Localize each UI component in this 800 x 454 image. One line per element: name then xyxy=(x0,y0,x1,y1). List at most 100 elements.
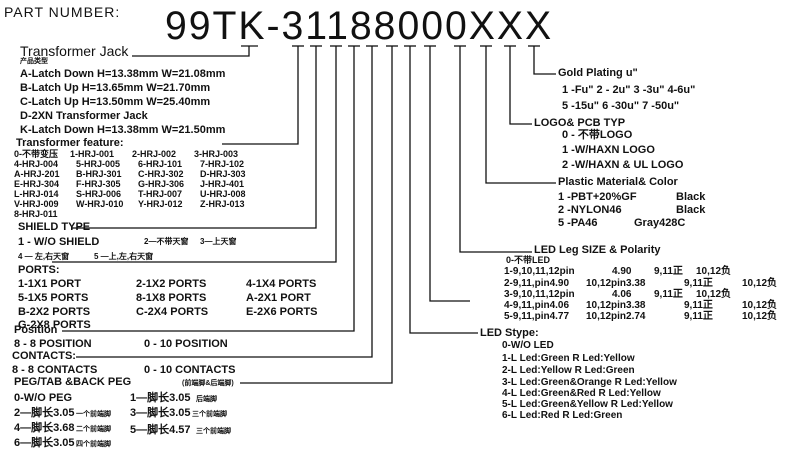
leader-line xyxy=(222,46,299,145)
gold-plating-option: 1 -Fu" 2 - 2u" 3 -3u" 4-6u" xyxy=(562,84,696,96)
feature-cell: A-HRJ-201 xyxy=(14,169,60,179)
peg-option-note: 四个前端脚 xyxy=(76,441,111,448)
plastic-color: Black xyxy=(676,191,706,203)
shield-type-item: 2—不带天窗 xyxy=(144,237,189,246)
peg-option: 4—脚长3.68 xyxy=(14,422,75,434)
peg-option: 6—脚长3.05 xyxy=(14,437,75,449)
feature-cell: Y-HRJ-012 xyxy=(138,199,183,209)
shield-type-item: 5 —上,左,右天窗 xyxy=(94,252,154,261)
shield-type-item: 1 - W/O SHIELD xyxy=(18,236,100,248)
logo-option: 1 -W/HAXN LOGO xyxy=(562,144,655,156)
feature-cell: 6-HRJ-101 xyxy=(138,159,183,169)
led-leg-option: 4-9,11,pin4.06 xyxy=(504,300,570,311)
gold-plating-option: 5 -15u" 6 -30u" 7 -50u" xyxy=(562,100,680,112)
feature-cell: E-HRJ-304 xyxy=(14,179,60,189)
contacts-option: 8 - 8 CONTACTS xyxy=(12,364,98,376)
led-leg-value: 9,11正 xyxy=(684,278,713,289)
leader-line xyxy=(76,46,373,358)
transformer-jack-subtitle: 产品类型 xyxy=(20,58,48,65)
leader-line xyxy=(409,46,478,334)
port-option: C-2X4 PORTS xyxy=(136,306,209,318)
led-leg-value: 10,12pin3.38 xyxy=(586,278,646,289)
logo-option: 2 -W/HAXN & UL LOGO xyxy=(562,159,684,171)
port-option: 5-1X5 PORTS xyxy=(18,292,89,304)
feature-cell: 3-HRJ-003 xyxy=(194,149,239,159)
plastic-color: Black xyxy=(676,204,706,216)
peg-option-note: 一个前端脚 xyxy=(76,411,111,418)
port-option: B-2X2 PORTS xyxy=(18,306,91,318)
led-leg-value: 9,11正 xyxy=(684,300,713,311)
led-leg-option: 1-9,10,11,12pin xyxy=(504,266,575,277)
port-option: E-2X6 PORTS xyxy=(246,306,318,318)
led-stype-option: 6-L Led:Red R Led:Green xyxy=(502,410,623,421)
leader-line xyxy=(533,46,556,75)
leader-line xyxy=(240,46,393,384)
led-leg-value: 10,12负 xyxy=(742,300,778,311)
feature-cell: 0-不带变压 xyxy=(14,149,59,159)
led-leg-value: 9,11正 xyxy=(654,289,683,300)
peg-option: 3—脚长3.05 xyxy=(130,407,191,419)
port-option: 8-1X8 PORTS xyxy=(136,292,207,304)
gold-plating-title: Gold Plating u" xyxy=(558,67,638,79)
feature-cell: 1-HRJ-001 xyxy=(70,149,115,159)
leader-line xyxy=(52,46,337,263)
transformer-jack-title: Transformer Jack xyxy=(20,43,129,59)
feature-cell: 8-HRJ-011 xyxy=(14,209,58,219)
led-leg-option: 5-9,11,pin4.77 xyxy=(504,311,570,322)
position-title: Position xyxy=(14,324,58,336)
plastic-material-title: Plastic Material& Color xyxy=(558,176,678,188)
port-option: 4-1X4 PORTS xyxy=(246,278,317,290)
transformer-feature-title: Transformer feature: xyxy=(16,137,124,149)
plastic-option: 5 -PA46 xyxy=(558,217,598,229)
led-stype-option: 1-L Led:Green R Led:Yellow xyxy=(502,353,635,364)
led-leg-value: 10,12负 xyxy=(696,289,732,300)
contacts-option: 0 - 10 CONTACTS xyxy=(144,364,236,376)
part-number-label: PART NUMBER: xyxy=(4,4,121,20)
feature-cell: Z-HRJ-013 xyxy=(200,199,245,209)
feature-cell: 7-HRJ-102 xyxy=(200,159,245,169)
feature-cell: F-HRJ-305 xyxy=(76,179,121,189)
led-leg-value: 10,12负 xyxy=(696,266,732,277)
led-leg-title: LED Leg SIZE & Polarity xyxy=(534,244,661,256)
leader-line xyxy=(485,46,556,184)
transformer-jack-item: A-Latch Down H=13.38mm W=21.08mm xyxy=(20,68,226,80)
shield-type-item: 3—上天窗 xyxy=(200,237,237,246)
ports-title: PORTS: xyxy=(18,264,60,276)
logo-pcb-title: LOGO& PCB TYP xyxy=(534,117,626,129)
feature-cell: B-HRJ-301 xyxy=(76,169,122,179)
port-option: A-2X1 PORT xyxy=(246,292,311,304)
led-stype-option: 5-L Led:Green&Yellow R Led:Yellow xyxy=(502,399,673,410)
leader-line xyxy=(429,46,470,302)
transformer-jack-item: K-Latch Down H=13.38mm W=21.50mm xyxy=(20,124,226,136)
plastic-option: 2 -NYLON46 xyxy=(558,204,622,216)
position-option: 8 - 8 POSITION xyxy=(14,338,92,350)
led-leg-option: 3-9,10,11,12pin xyxy=(504,289,575,300)
led-stype-option: 2-L Led:Yellow R Led:Green xyxy=(502,365,635,376)
plastic-option: 1 -PBT+20%GF xyxy=(558,191,637,203)
feature-cell: 5-HRJ-005 xyxy=(76,159,121,169)
led-stype-title: LED Stype: xyxy=(480,327,539,339)
port-option: 1-1X1 PORT xyxy=(18,278,81,290)
peg-option: 0-W/O PEG xyxy=(14,392,73,404)
leader-line xyxy=(459,46,532,253)
led-leg-value: 10,12负 xyxy=(742,311,778,322)
peg-title-note: (前端脚&后端脚) xyxy=(182,380,234,387)
led-leg-value: 9,11正 xyxy=(654,266,683,277)
peg-option-note: 三个前端脚 xyxy=(192,411,227,418)
led-leg-value: 10,12pin3.38 xyxy=(586,300,646,311)
leader-line xyxy=(72,46,317,229)
peg-option-note: 二个前端脚 xyxy=(76,426,111,433)
led-leg-value: 10,12pin2.74 xyxy=(586,311,646,322)
peg-option: 1—脚长3.05 xyxy=(130,392,191,404)
peg-option-note: 三个前端脚 xyxy=(196,428,231,435)
transformer-jack-item: D-2XN Transformer Jack xyxy=(20,110,148,122)
feature-cell: D-HRJ-303 xyxy=(200,169,246,179)
leader-line xyxy=(509,46,532,125)
feature-cell: S-HRJ-006 xyxy=(76,189,122,199)
feature-cell: T-HRJ-007 xyxy=(138,189,183,199)
feature-cell: U-HRJ-008 xyxy=(200,189,246,199)
peg-title: PEG/TAB &BACK PEG xyxy=(14,376,132,388)
feature-cell: J-HRJ-401 xyxy=(200,179,245,189)
position-option: 0 - 10 POSITION xyxy=(144,338,228,350)
